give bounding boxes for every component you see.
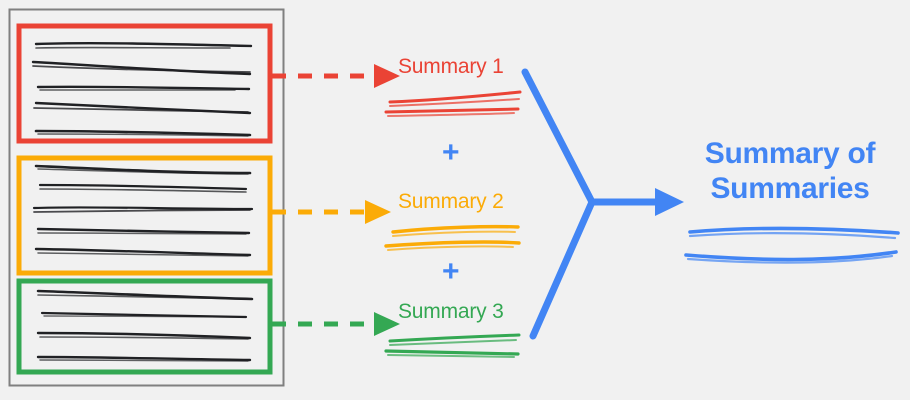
result-sketch-lines (684, 226, 900, 264)
arrow-doc2-to-summary2 (272, 200, 391, 224)
arrow-doc1-to-summary1 (272, 64, 400, 88)
summary-1-sketch-lines (384, 90, 522, 117)
document-2-text-lines (32, 164, 254, 257)
summary-1-label: Summary 1 (398, 55, 504, 78)
result-title-line-2: Summaries (710, 172, 870, 206)
summary-2-label: Summary 2 (398, 190, 504, 213)
document-box-2[interactable] (16, 155, 273, 276)
plus-operator-1: + (442, 136, 460, 169)
summary-3-label: Summary 3 (398, 300, 504, 323)
summary-3-sketch-lines (384, 333, 521, 358)
merge-connector (521, 68, 684, 340)
result-title: Summary of Summaries (690, 136, 890, 207)
documents-container-frame (8, 8, 285, 387)
summary-2-sketch-lines (384, 224, 521, 251)
document-1-text-lines (31, 41, 253, 137)
result-title-line-1: Summary of (704, 137, 876, 170)
document-3-text-lines (36, 289, 254, 362)
plus-operator-2: + (442, 255, 460, 288)
document-box-1[interactable] (16, 23, 273, 144)
document-box-3[interactable] (16, 278, 273, 375)
arrow-doc3-to-summary3 (272, 312, 400, 336)
